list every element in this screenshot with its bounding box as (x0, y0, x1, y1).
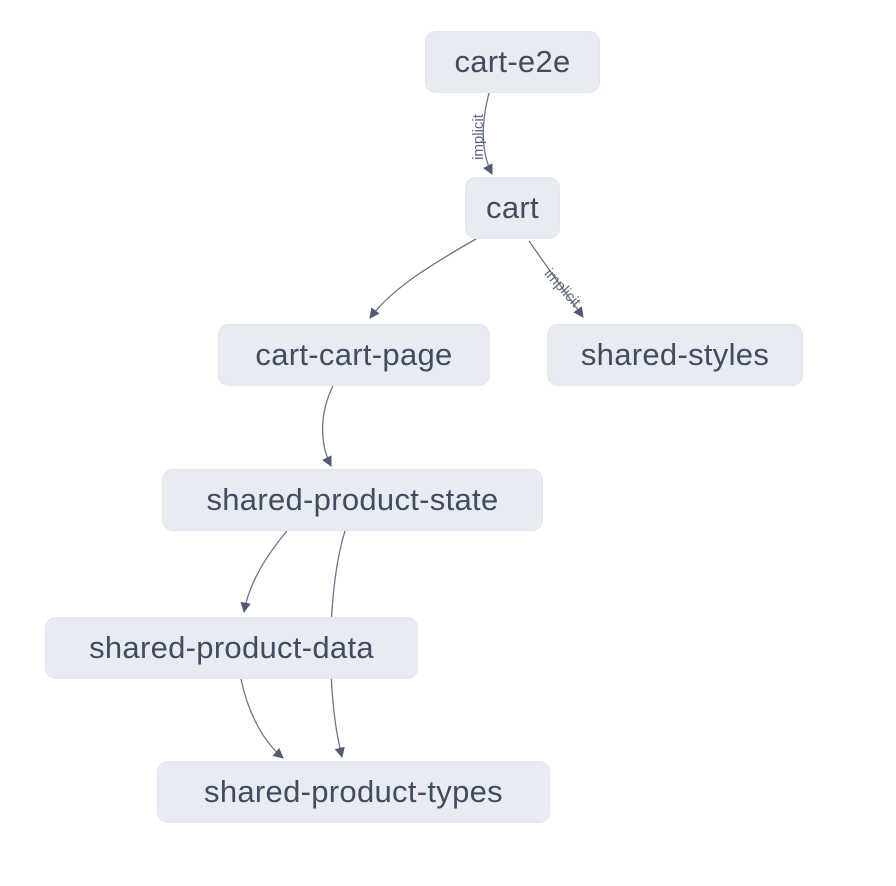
node-shared-product-data[interactable]: shared-product-data (45, 617, 418, 679)
edge-cart-e2e-to-cart (482, 92, 493, 175)
edge-cart-cart-page-to-shared-product-state (321, 385, 334, 467)
node-cart-cart-page[interactable]: cart-cart-page (218, 324, 490, 386)
edge-label-implicit-shared-styles: implicit (541, 265, 585, 311)
edge-cart-to-shared-styles (528, 240, 584, 318)
node-cart[interactable]: cart (465, 177, 560, 239)
node-shared-styles[interactable]: shared-styles (547, 324, 803, 386)
edge-shared-product-data-to-shared-product-types (240, 678, 284, 759)
node-label: cart-e2e (454, 44, 571, 79)
edge-cart-to-cart-cart-page (369, 238, 477, 319)
node-label: shared-product-state (206, 482, 499, 517)
node-label: cart-cart-page (255, 337, 453, 372)
edge-label-implicit-cart-e2e: implicit (470, 113, 487, 160)
node-label: shared-product-data (89, 630, 374, 665)
node-cart-e2e[interactable]: cart-e2e (425, 31, 600, 93)
edge-shared-product-state-to-shared-product-data (240, 530, 288, 614)
node-label: shared-styles (580, 337, 770, 372)
node-label: cart (486, 190, 539, 225)
node-shared-product-state[interactable]: shared-product-state (162, 469, 543, 531)
node-shared-product-types[interactable]: shared-product-types (157, 761, 550, 823)
node-label: shared-product-types (204, 774, 503, 809)
